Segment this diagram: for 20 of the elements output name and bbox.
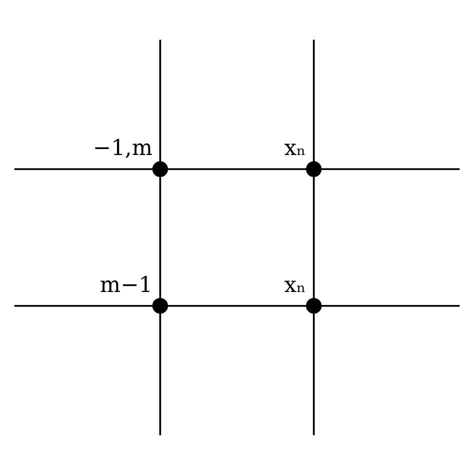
connector <box>159 312 162 435</box>
connector <box>321 304 460 306</box>
connector <box>312 312 315 435</box>
node-label: m−1 <box>100 272 153 298</box>
node-circle <box>152 160 168 177</box>
connector <box>159 176 162 298</box>
node-label: xₙ <box>284 272 306 298</box>
node-label: xₙ <box>284 136 306 161</box>
connector <box>159 39 162 162</box>
connector <box>14 168 153 170</box>
connector <box>168 304 306 306</box>
connector <box>312 39 315 162</box>
node-circle <box>306 297 322 314</box>
connector <box>321 168 460 170</box>
node-circle <box>152 297 168 314</box>
connector <box>14 304 153 306</box>
connector <box>312 176 315 298</box>
node-label: −1,m <box>92 136 153 161</box>
connector <box>168 168 306 170</box>
node-circle <box>306 160 322 177</box>
